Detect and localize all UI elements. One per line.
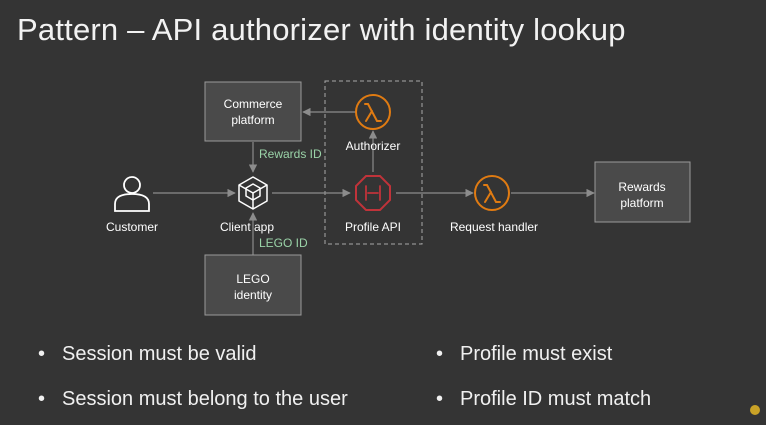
bullet-item: • Profile ID must match [436,388,651,411]
request-handler-label: Request handler [450,220,538,234]
customer-label: Customer [106,220,158,234]
commerce-platform-box [204,81,302,142]
rewards-id-label: Rewards ID [259,147,322,161]
commerce-platform-label-1: Commerce [224,97,283,111]
bullet-text: Profile must exist [460,343,613,365]
slide-indicator-dot [750,405,760,415]
lego-identity-box [204,254,302,316]
lego-identity-label-2: identity [234,288,272,302]
authorizer-boundary [324,80,423,245]
lego-identity-label-1: LEGO [236,272,269,286]
bullet-dot-icon: • [38,343,46,365]
request-handler-lambda-icon [474,175,510,211]
bullet-text: Profile ID must match [460,388,652,410]
bullet-dot-icon: • [436,388,444,410]
bullet-item: • Profile must exist [436,343,612,366]
client-app-cube-icon [238,176,268,210]
rewards-platform-label-2: platform [620,196,663,210]
commerce-platform-label-2: platform [231,113,274,127]
slide-title: Pattern – API authorizer with identity l… [17,12,626,47]
bullet-item: • Session must be valid [38,343,257,366]
bullet-item: • Session must belong to the user [38,388,348,411]
rewards-platform-label-1: Rewards [618,180,665,194]
bullet-dot-icon: • [436,343,444,365]
bullet-text: Session must be valid [62,343,257,365]
rewards-platform-box [594,161,691,223]
client-app-label: Client app [220,220,274,234]
authorizer-label: Authorizer [346,139,401,153]
bullet-dot-icon: • [38,388,46,410]
profile-api-label: Profile API [345,220,401,234]
bullet-text: Session must belong to the user [62,388,348,410]
lego-id-label: LEGO ID [259,236,308,250]
authorizer-lambda-icon [355,94,391,130]
user-icon [114,176,150,212]
api-gateway-icon [355,175,391,211]
